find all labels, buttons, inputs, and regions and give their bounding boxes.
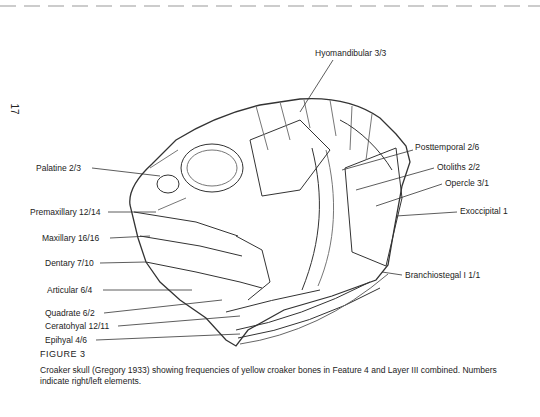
- page-edge: [0, 6, 540, 7]
- leader-line: [104, 300, 222, 313]
- bone-label: Quadrate 6/2: [45, 308, 95, 318]
- bone-label: Branchiostegal I 1/1: [405, 270, 480, 280]
- leader-line: [342, 150, 413, 170]
- gill-ray: [238, 288, 380, 338]
- ceratohyal-bone: [226, 290, 320, 312]
- page-number: 17: [9, 103, 19, 114]
- nasal-opening: [157, 175, 179, 193]
- croaker-skull: [130, 99, 410, 346]
- bone-label: Palatine 2/3: [36, 163, 81, 173]
- leader-line: [396, 212, 457, 216]
- bone-label: Ceratohyal 12/11: [45, 321, 109, 331]
- orbit: [181, 144, 243, 192]
- scan-edge-dashes: [0, 6, 540, 7]
- gill-ray: [240, 274, 388, 344]
- leader-line: [356, 168, 434, 190]
- bone-label: Hyomandibular 3/3: [315, 48, 386, 58]
- posttemporal-bone: [340, 120, 392, 170]
- leader-lines: [92, 60, 457, 340]
- preopercle-edge: [318, 150, 334, 286]
- hyomandibular-bone: [250, 120, 330, 196]
- bone-label: Maxillary 16/16: [42, 233, 99, 243]
- bone-label: Dentary 7/10: [45, 258, 94, 268]
- leader-line: [103, 290, 192, 291]
- leader-line: [100, 262, 146, 263]
- bone-label: Premaxillary 12/14: [30, 207, 100, 217]
- bone-label: Otoliths 2/2: [437, 162, 480, 172]
- skull-outline: [130, 99, 410, 346]
- bone-label: Opercle 3/1: [445, 178, 489, 188]
- leader-line: [96, 334, 240, 340]
- preopercle: [302, 148, 319, 290]
- bone-label: Posttemporal 2/6: [415, 142, 479, 152]
- bone-label: Articular 6/4: [47, 285, 92, 295]
- leader-line: [118, 316, 240, 326]
- leader-line: [110, 236, 150, 238]
- figure-title: FIGURE 3: [40, 349, 86, 359]
- dentary-line: [146, 262, 262, 288]
- leader-line: [108, 212, 156, 213]
- cranial-hatching: [256, 100, 372, 160]
- bone-label: Exoccipital 1: [460, 206, 508, 216]
- maxilla-line: [140, 236, 242, 256]
- figure-caption: Croaker skull (Gregory 1933) showing fre…: [40, 365, 510, 387]
- leader-line: [92, 168, 160, 176]
- bone-label: Epihyal 4/6: [45, 335, 87, 345]
- gill-ray: [236, 282, 370, 330]
- quadrate-articular: [236, 236, 270, 300]
- leader-line: [376, 184, 442, 206]
- orbit-rim: [187, 150, 237, 186]
- premaxilla-line: [134, 212, 238, 236]
- leader-line: [300, 60, 333, 112]
- opercle-bone: [345, 148, 402, 266]
- leader-line: [382, 272, 402, 275]
- palatine-marks: [150, 150, 186, 210]
